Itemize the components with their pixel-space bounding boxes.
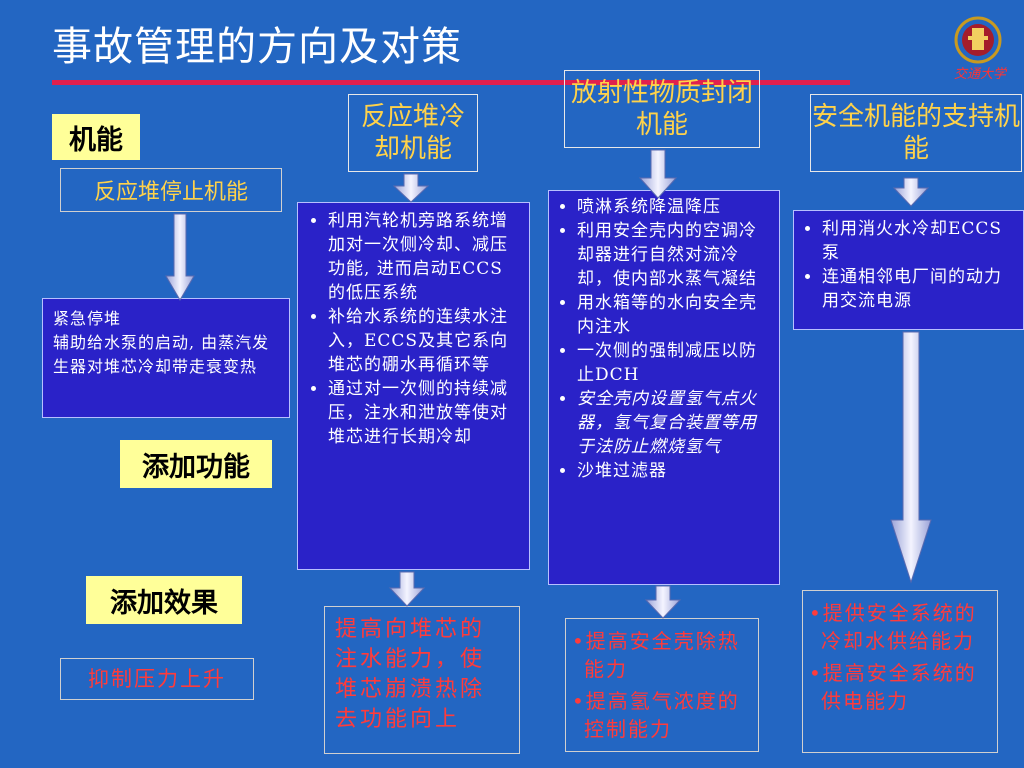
arrow-containment-top xyxy=(638,149,678,199)
cooling-item-3: 通过对一次侧的持续减压，注水和泄放等使对堆芯进行长期冷却 xyxy=(328,377,519,449)
support-item-2: 连通相邻电厂间的动力用交流电源 xyxy=(822,265,1015,313)
containment-item-4: 一次侧的强制减压以防止DCH xyxy=(577,339,771,387)
header-reactor-cooling: 反应堆冷却机能 xyxy=(348,94,478,172)
containment-item-5: 安全壳内设置氢气点火器，氢气复合装置等用于法防止燃烧氢气 xyxy=(577,387,771,459)
stop-line-2: 辅助给水泵的启动, 由蒸汽发生器对堆芯冷却带走衰变热 xyxy=(53,333,270,376)
cooling-item-1: 利用汽轮机旁路系统增加对一次侧冷却、减压功能, 进而启动ECCS的低压系统 xyxy=(328,209,519,305)
effect-support: •提供安全系统的冷却水供给能力 •提高安全系统的供电能力 xyxy=(802,590,998,753)
effect-containment: •提高安全壳除热能力 •提高氢气浓度的控制能力 xyxy=(565,618,759,752)
stop-line-1: 紧急停堆 xyxy=(53,309,122,328)
header-support: 安全机能的支持机能 xyxy=(810,94,1022,172)
containment-effect-2: •提高氢气浓度的控制能力 xyxy=(572,689,740,741)
panel-support: 利用消火水冷却ECCS泵 连通相邻电厂间的动力用交流电源 xyxy=(793,210,1024,330)
university-logo: 交通大学 xyxy=(950,14,1010,84)
support-item-1: 利用消火水冷却ECCS泵 xyxy=(822,217,1015,265)
svg-text:交通大学: 交通大学 xyxy=(954,66,1008,82)
containment-item-1: 喷淋系统降温降压 xyxy=(577,195,771,219)
support-effect-1: •提供安全系统的冷却水供给能力 xyxy=(809,601,977,653)
label-add-function: 添加功能 xyxy=(120,440,272,488)
support-effect-2: •提高安全系统的供电能力 xyxy=(809,661,977,713)
title-underline xyxy=(52,80,850,85)
arrow-support-top xyxy=(892,177,930,207)
effect-reactor-stop: 抑制压力上升 xyxy=(60,658,254,700)
panel-containment: 喷淋系统降温降压 利用安全壳内的空调冷却器进行自然对流冷却，使内部水蒸气凝结 用… xyxy=(548,190,780,585)
containment-item-6: 沙堆过滤器 xyxy=(577,459,771,483)
header-reactor-stop: 反应堆停止机能 xyxy=(60,168,282,212)
arrow-containment-bottom xyxy=(644,585,682,619)
effect-reactor-cooling: 提高向堆芯的注水能力，使堆芯崩溃热除去功能向上 xyxy=(324,606,520,754)
label-add-effect: 添加效果 xyxy=(86,576,242,624)
arrow-cooling-bottom xyxy=(388,571,426,607)
containment-item-2: 利用安全壳内的空调冷却器进行自然对流冷却，使内部水蒸气凝结 xyxy=(577,219,771,291)
arrow-support-long xyxy=(890,331,932,584)
cooling-item-2: 补给水系统的连续水注入，ECCS及其它系向堆芯的硼水再循环等 xyxy=(328,305,519,377)
arrow-cooling-top xyxy=(392,173,430,203)
arrow-stop xyxy=(165,213,195,301)
containment-effect-1: •提高安全壳除热能力 xyxy=(572,629,740,681)
page-title: 事故管理的方向及对策 xyxy=(52,24,462,70)
header-containment: 放射性物质封闭机能 xyxy=(564,70,760,148)
panel-reactor-stop: 紧急停堆 辅助给水泵的启动, 由蒸汽发生器对堆芯冷却带走衰变热 xyxy=(42,298,290,418)
panel-reactor-cooling: 利用汽轮机旁路系统增加对一次侧冷却、减压功能, 进而启动ECCS的低压系统 补给… xyxy=(297,202,530,570)
containment-item-3: 用水箱等的水向安全壳内注水 xyxy=(577,291,771,339)
label-function: 机能 xyxy=(52,114,140,160)
